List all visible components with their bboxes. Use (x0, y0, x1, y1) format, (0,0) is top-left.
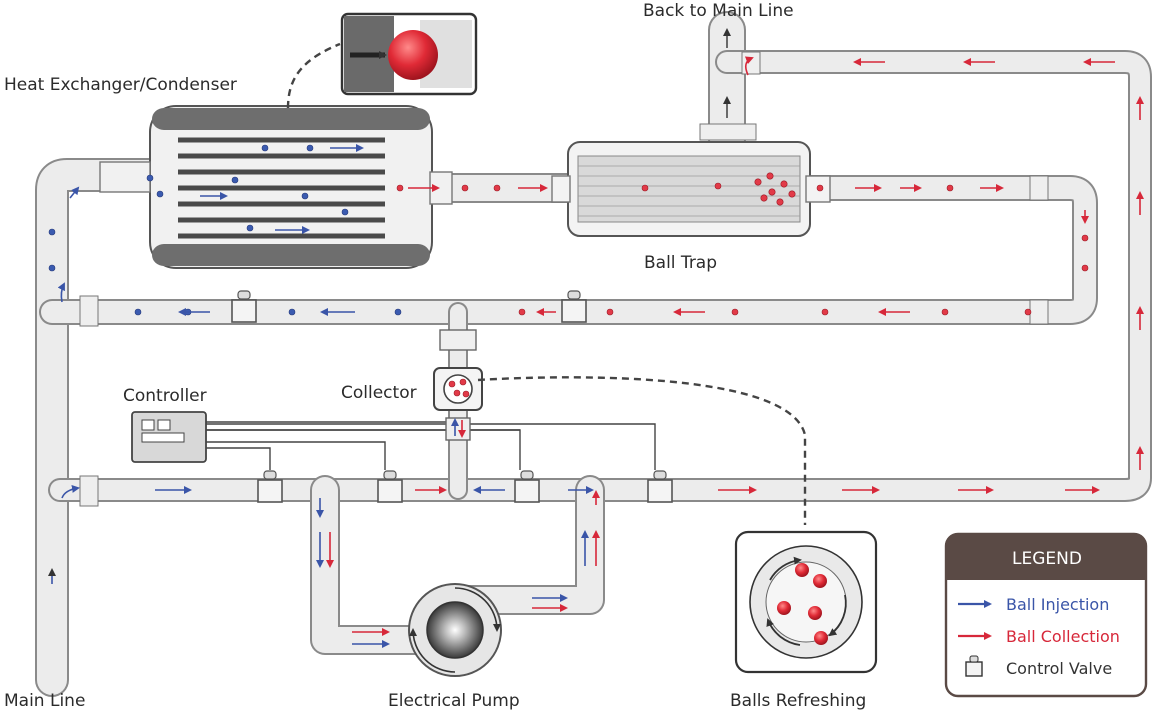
electrical-pump (408, 583, 502, 677)
legend-valve-icon (965, 655, 983, 677)
balls-refreshing-inset (734, 530, 878, 674)
controller-label: Controller (123, 386, 207, 406)
heat-exchanger-label: Heat Exchanger/Condenser (4, 75, 237, 95)
valve-4 (377, 470, 403, 503)
ball-magnifier-inset (286, 12, 478, 109)
legend-item-collection: Ball Collection (1006, 627, 1120, 646)
collector-label: Collector (341, 383, 417, 403)
legend-title: LEGEND (1012, 549, 1082, 569)
legend-item-injection: Ball Injection (1006, 595, 1109, 614)
main-line-label: Main Line (4, 691, 85, 711)
valve-3 (257, 470, 283, 503)
balls-refreshing-label: Balls Refreshing (730, 691, 866, 711)
ball-trap (551, 141, 831, 237)
impeller-icon (426, 601, 484, 659)
valve-5 (514, 470, 540, 503)
back-to-main-label: Back to Main Line (643, 1, 794, 21)
heat-exchanger (69, 105, 453, 269)
valve-1 (231, 290, 257, 323)
controller (131, 411, 656, 470)
sponge-ball-icon (388, 30, 438, 80)
legend: LEGEND Ball Injection Ball Collection Co… (944, 532, 1148, 698)
electrical-pump-label: Electrical Pump (388, 691, 520, 711)
legend-item-valve: Control Valve (1006, 659, 1112, 678)
collector (433, 329, 807, 525)
ball-trap-label: Ball Trap (644, 253, 717, 273)
valve-2 (561, 290, 587, 323)
flow-markers (48, 28, 1144, 648)
valve-6 (647, 470, 673, 503)
